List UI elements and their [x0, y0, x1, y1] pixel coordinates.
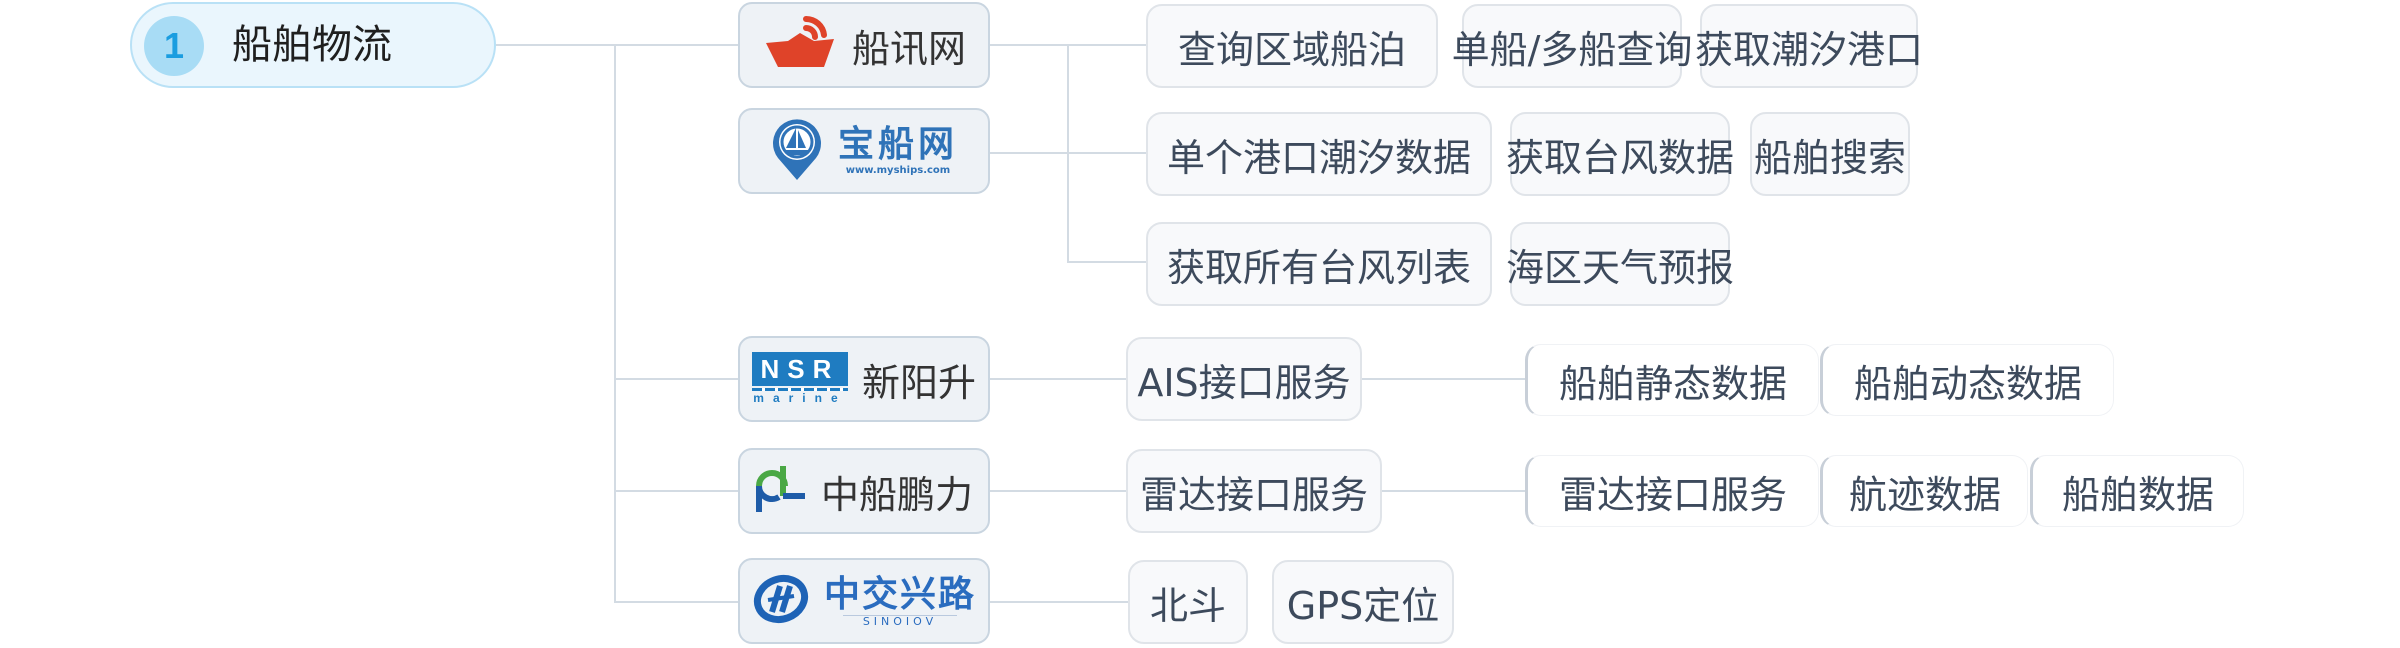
service-node-ais[interactable]: AIS接口服务: [1126, 337, 1362, 421]
connector-trunk: [614, 44, 616, 602]
service-node[interactable]: 获取所有台风列表: [1146, 222, 1492, 306]
service-node[interactable]: 单个港口潮汐数据: [1146, 112, 1492, 196]
service-node[interactable]: 北斗: [1128, 560, 1248, 644]
service-node[interactable]: 单船/多船查询: [1452, 4, 1692, 88]
connector-sinoiov-out: [990, 601, 1128, 603]
nsr-marine-logo-icon: NSR marine: [751, 352, 848, 405]
pl-logo-icon: [755, 464, 807, 518]
provider-label: 新阳升: [861, 360, 976, 405]
connector-pengli: [614, 490, 738, 492]
root-node[interactable]: 1 船舶物流: [130, 2, 496, 88]
provider-myships[interactable]: 宝船网 www.myships.com: [738, 108, 990, 194]
provider-label: 中船鹏力: [820, 472, 973, 517]
provider-label: 宝船网: [837, 124, 958, 165]
connector-nsr-out: [990, 378, 1126, 380]
connector-nsr: [614, 378, 738, 380]
connector-sinoiov: [614, 601, 738, 603]
root-label: 船舶物流: [232, 22, 392, 68]
data-node[interactable]: 船舶动态数据: [1820, 344, 2114, 416]
provider-sinoiov[interactable]: 中交兴路 SINOIOV: [738, 558, 990, 644]
connector-radar-out: [1381, 490, 1525, 492]
root-number-badge: 1: [144, 16, 204, 76]
provider-shipxy[interactable]: 船讯网: [738, 2, 990, 88]
provider-label: 中交兴路: [823, 573, 976, 615]
data-node[interactable]: 船舶数据: [2030, 455, 2244, 527]
data-node[interactable]: 航迹数据: [1820, 455, 2028, 527]
provider-label: 船讯网: [851, 26, 966, 71]
provider-sublabel: www.myships.com: [845, 165, 951, 176]
service-node[interactable]: 海区天气预报: [1506, 222, 1734, 306]
connector-ais-out: [1362, 378, 1525, 380]
service-node[interactable]: 获取潮汐港口: [1695, 4, 1923, 88]
service-node[interactable]: GPS定位: [1272, 560, 1454, 644]
ship-signal-logo-icon: [762, 13, 838, 77]
sailboat-pin-logo-icon: [770, 116, 824, 186]
provider-pengli[interactable]: 中船鹏力: [738, 448, 990, 534]
service-node-radar[interactable]: 雷达接口服务: [1126, 449, 1382, 533]
service-node[interactable]: 查询区域船泊: [1146, 4, 1438, 88]
data-node[interactable]: 船舶静态数据: [1525, 344, 1819, 416]
sinoiov-logo-icon: [752, 574, 810, 628]
data-node[interactable]: 雷达接口服务: [1525, 455, 1819, 527]
provider-sublabel: SINOIOV: [842, 614, 958, 628]
connector-pengli-out: [990, 490, 1126, 492]
connector-services-row3: [1067, 261, 1146, 263]
service-node[interactable]: 船舶搜索: [1750, 112, 1910, 196]
service-node[interactable]: 获取台风数据: [1506, 112, 1734, 196]
connector-services-trunk: [1067, 44, 1069, 262]
connector-root: [496, 44, 738, 46]
provider-nsr[interactable]: NSR marine 新阳升: [738, 336, 990, 422]
